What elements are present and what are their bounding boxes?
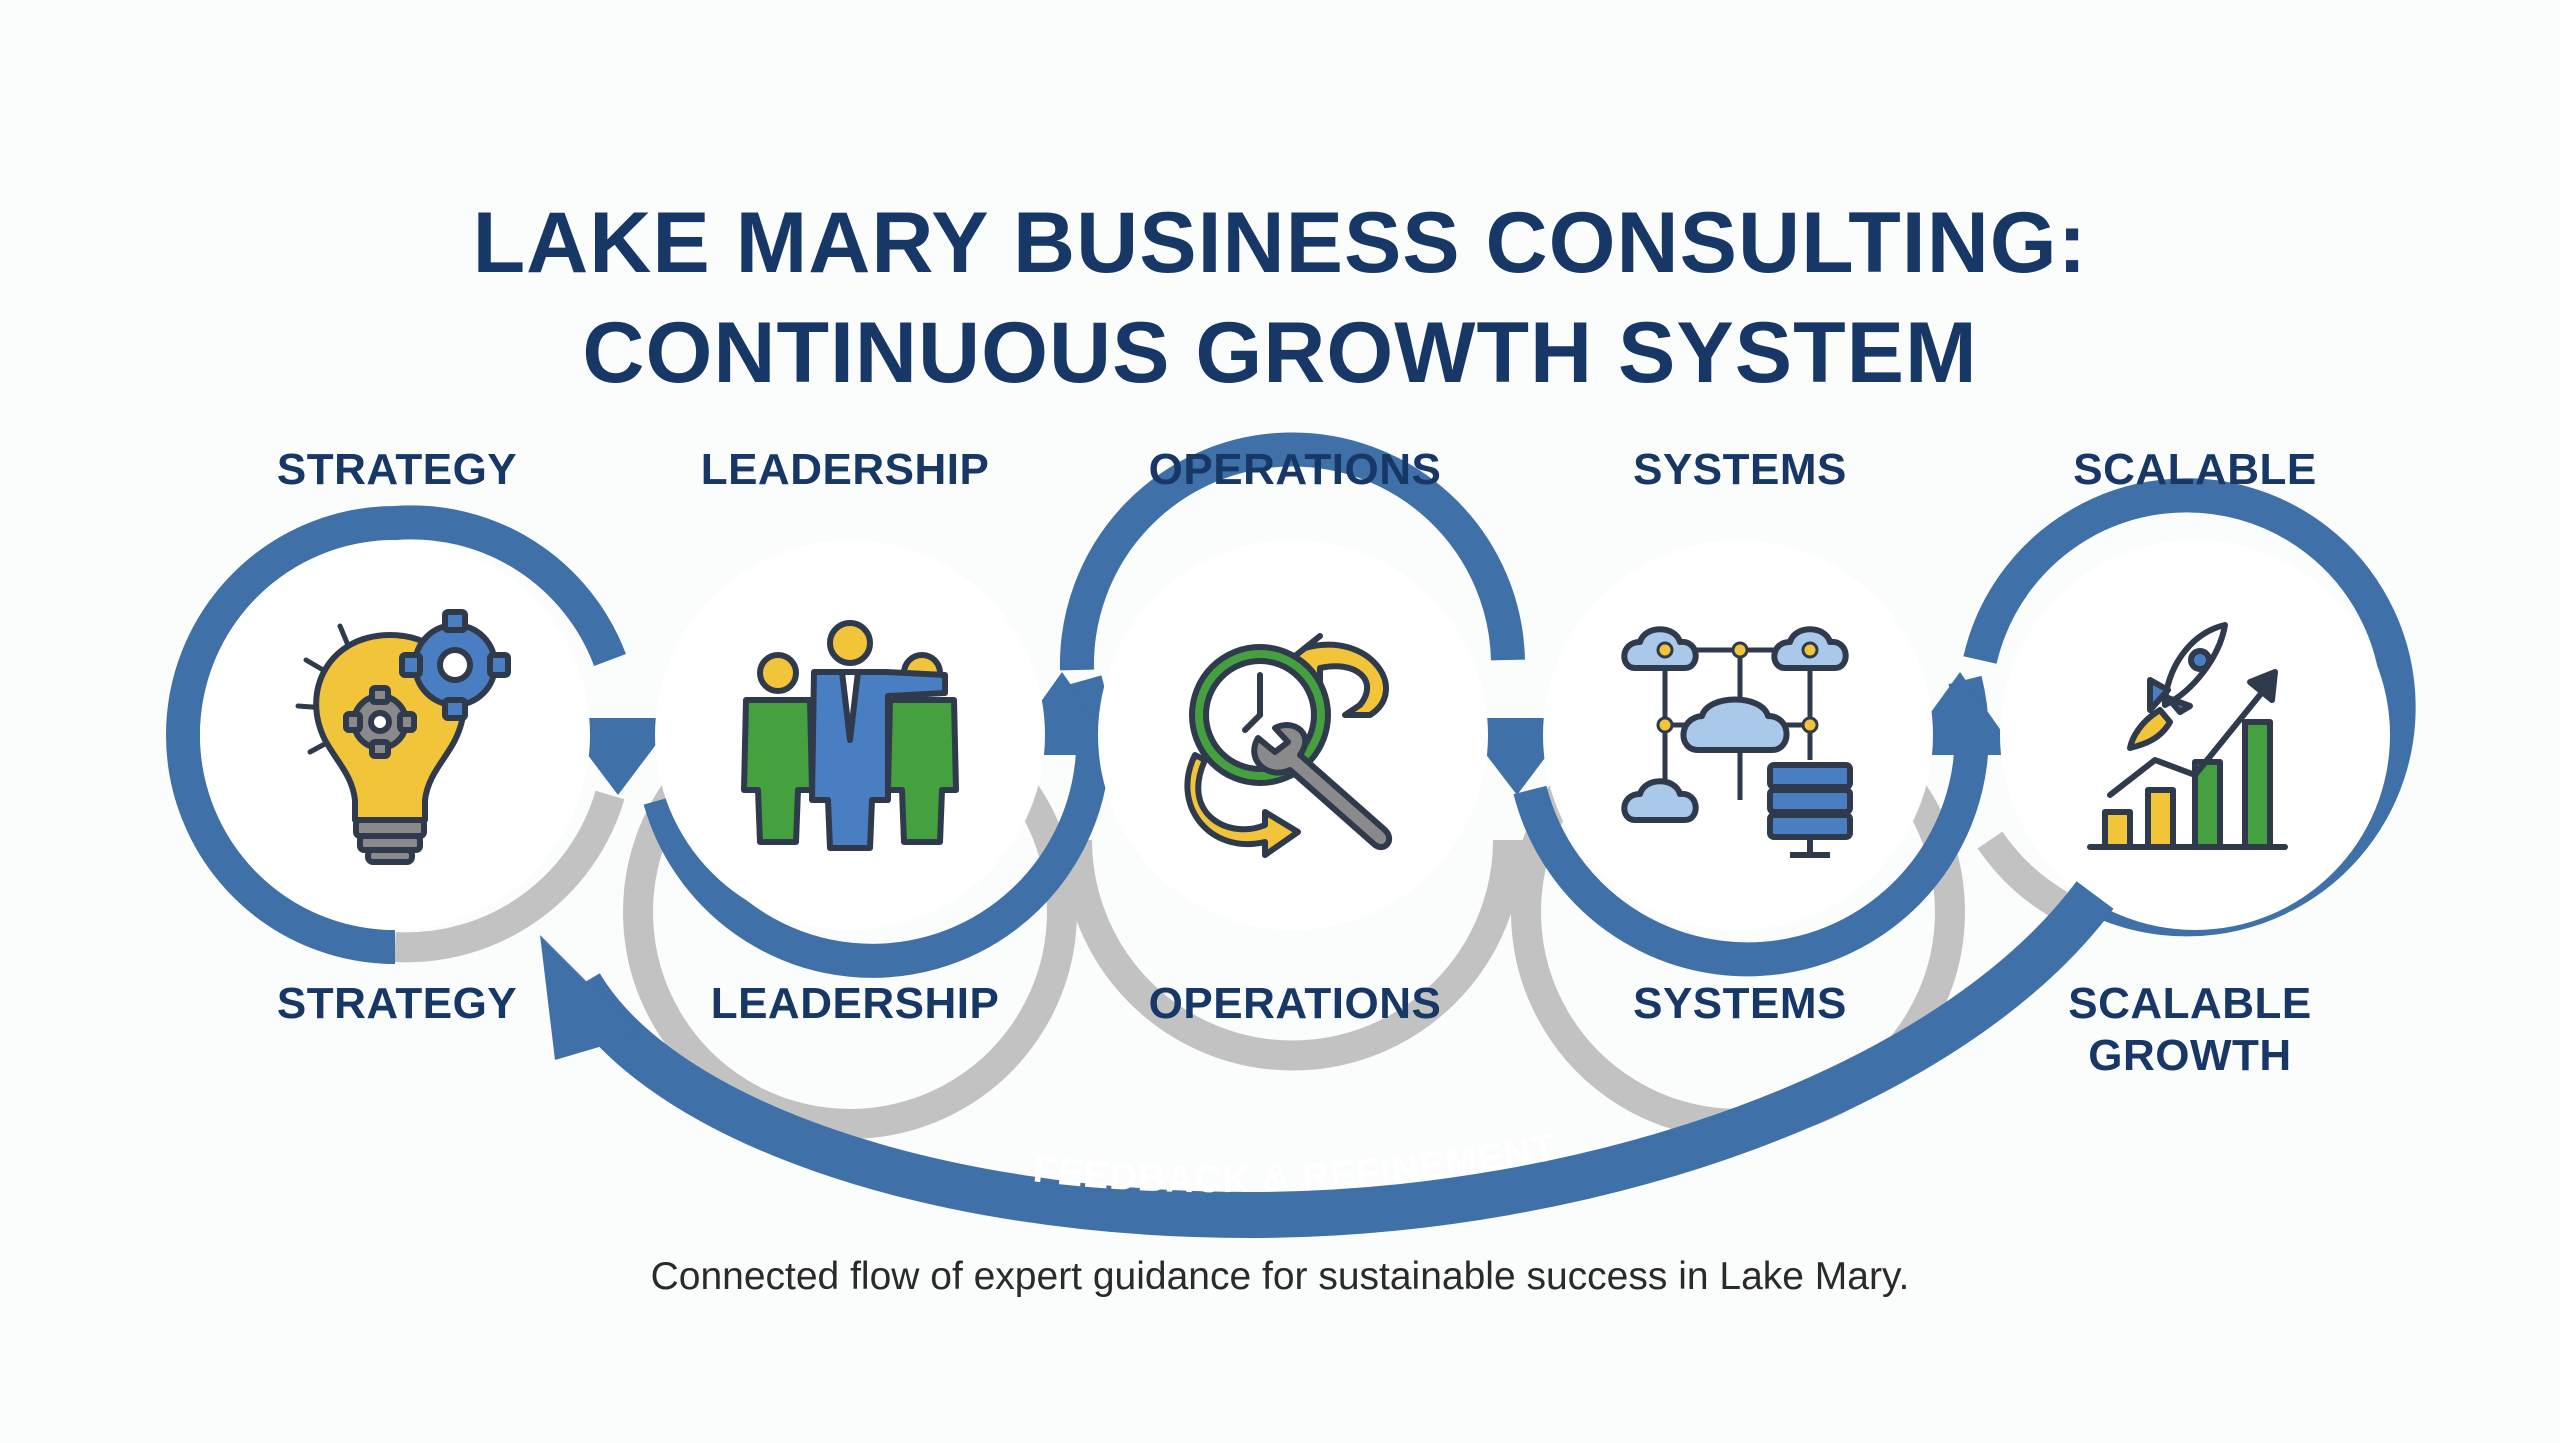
- stage-5-top-label: SCALABLE: [2073, 445, 2317, 494]
- stage-1-top-label: STRATEGY: [276, 445, 518, 494]
- stage-3-top-label: OPERATIONS: [1148, 445, 1442, 494]
- feedback-arrowhead: [540, 935, 640, 1060]
- gray-arc-1: [394, 790, 625, 963]
- blue-ring-3: [1059, 432, 1525, 671]
- blue-ring-4: [1513, 675, 1989, 977]
- feedback-loop-arrow: FEEDBACK & REFINEMENT: [540, 881, 2114, 1239]
- team-leader-icon: [741, 620, 959, 851]
- stage-5-bottom-label: SCALABLE GROWTH: [2068, 979, 2312, 1080]
- cloud-network-server-icon: [1621, 626, 1853, 858]
- blue-ring-2: [643, 675, 1111, 978]
- stage-1-bottom-label: STRATEGY: [276, 979, 518, 1028]
- stage-3-bottom-label: OPERATIONS: [1148, 979, 1442, 1028]
- rocket-chart-icon: [2087, 622, 2288, 850]
- gray-arc-5: [1977, 831, 2068, 919]
- stage-2-bottom-label: LEADERSHIP: [710, 979, 1000, 1028]
- title-line-2: CONTINUOUS GROWTH SYSTEM: [582, 305, 1978, 401]
- stage-4-bottom-label: SYSTEMS: [1633, 979, 1847, 1028]
- clock-wrench-icon: [1184, 633, 1393, 858]
- blue-cycle-rings: [166, 432, 2416, 978]
- page-title: LAKE MARY BUSINESS CONSULTING: CONTINUOU…: [0, 188, 2560, 408]
- lightbulb-gears-icon: [295, 609, 511, 865]
- circle-fill-5: [2000, 540, 2390, 930]
- title-line-1: LAKE MARY BUSINESS CONSULTING:: [472, 195, 2088, 291]
- stage-4-top-label: SYSTEMS: [1633, 445, 1847, 494]
- stage-2-top-label: LEADERSHIP: [700, 445, 990, 494]
- blue-ring-1: [166, 505, 626, 964]
- gray-arc-3: [1062, 839, 1523, 1071]
- caption-text: Connected flow of expert guidance for su…: [650, 1255, 1910, 1298]
